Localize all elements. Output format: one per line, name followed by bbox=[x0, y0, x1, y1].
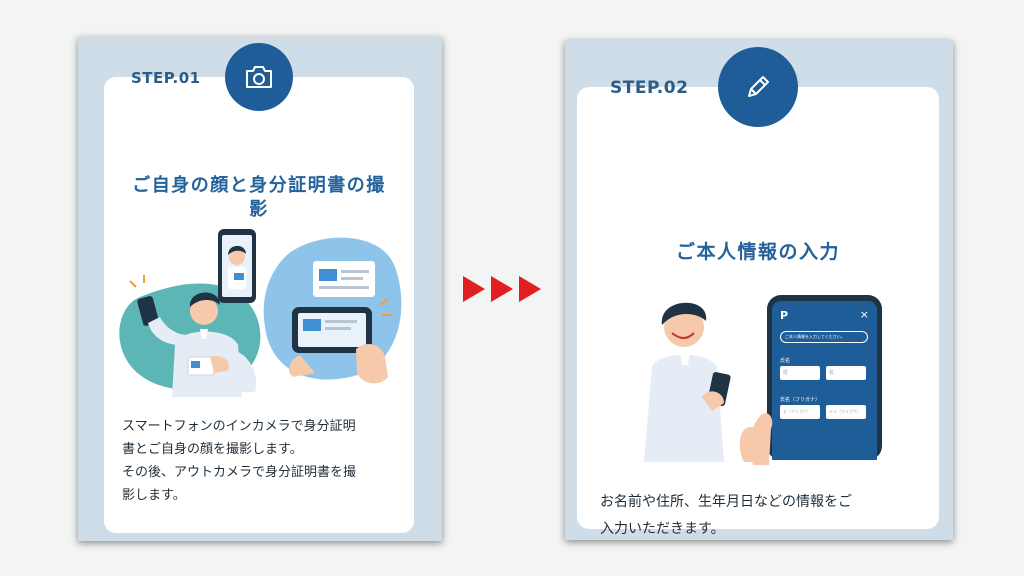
step-01-label: STEP.01 bbox=[131, 69, 201, 87]
step-01-icon-circle bbox=[225, 43, 293, 111]
last-name-input[interactable]: 姓 bbox=[780, 366, 820, 380]
step-01-card: ご自身の顔と身分証明書の撮影 bbox=[104, 77, 414, 533]
phone-mockup: P × ご本人情報を入力してください。 氏名 姓 名 氏名（フリガナ） セ（フリ… bbox=[767, 295, 882, 460]
step-01-description-line: 影します。 bbox=[122, 488, 186, 503]
first-name-input[interactable]: 名 bbox=[826, 366, 866, 380]
kana-last-input[interactable]: セ（フリガナ） bbox=[780, 405, 820, 419]
step-02-icon-circle bbox=[718, 47, 798, 127]
step-01-title: ご自身の顔と身分証明書の撮影 bbox=[132, 175, 386, 220]
phone-screen: P × ご本人情報を入力してください。 氏名 姓 名 氏名（フリガナ） セ（フリ… bbox=[772, 301, 877, 460]
person-with-phone-illustration bbox=[644, 302, 767, 462]
next-step-arrows-icon bbox=[463, 276, 541, 302]
selfie-id-illustration bbox=[119, 229, 402, 397]
form-prompt: ご本人情報を入力してください。 bbox=[780, 331, 868, 343]
step-01-description-line: その後、アウトカメラで身分証明書を撮 bbox=[122, 465, 357, 480]
camera-icon bbox=[246, 66, 272, 88]
step-02-description: お名前や住所、生年月日などの情報をご 入力いただきます。 bbox=[600, 489, 920, 543]
kana-first-input[interactable]: メイ（フリガナ） bbox=[826, 405, 866, 419]
step-01-description-line: スマートフォンのインカメラで身分証明 bbox=[122, 419, 356, 434]
name-label: 氏名 bbox=[780, 358, 791, 364]
app-logo: P bbox=[780, 309, 789, 322]
step-02-description-line: 入力いただきます。 bbox=[600, 521, 725, 537]
pencil-icon bbox=[748, 76, 769, 97]
step-02-title: ご本人情報の入力 bbox=[675, 241, 840, 263]
step-01-panel: ご自身の顔と身分証明書の撮影 bbox=[78, 37, 442, 541]
kana-label: 氏名（フリガナ） bbox=[780, 397, 821, 403]
thumb-illustration bbox=[750, 413, 773, 465]
close-icon[interactable]: × bbox=[859, 308, 869, 321]
step-02-description-line: お名前や住所、生年月日などの情報をご bbox=[600, 494, 852, 510]
step-01-description-line: 書とご自身の顔を撮影します。 bbox=[122, 442, 303, 457]
step-01-description: スマートフォンのインカメラで身分証明 書とご自身の顔を撮影します。 その後、アウ… bbox=[122, 415, 402, 507]
step-02-label: STEP.02 bbox=[610, 78, 689, 98]
step-02-card: ご本人情報の入力 P × ご本人情報を入力してください。 氏名 bbox=[577, 87, 939, 537]
info-input-illustration: P × ご本人情報を入力してください。 氏名 姓 名 氏名（フリガナ） セ（フリ… bbox=[632, 287, 892, 465]
step-02-panel: ご本人情報の入力 P × ご本人情報を入力してください。 氏名 bbox=[565, 40, 953, 540]
